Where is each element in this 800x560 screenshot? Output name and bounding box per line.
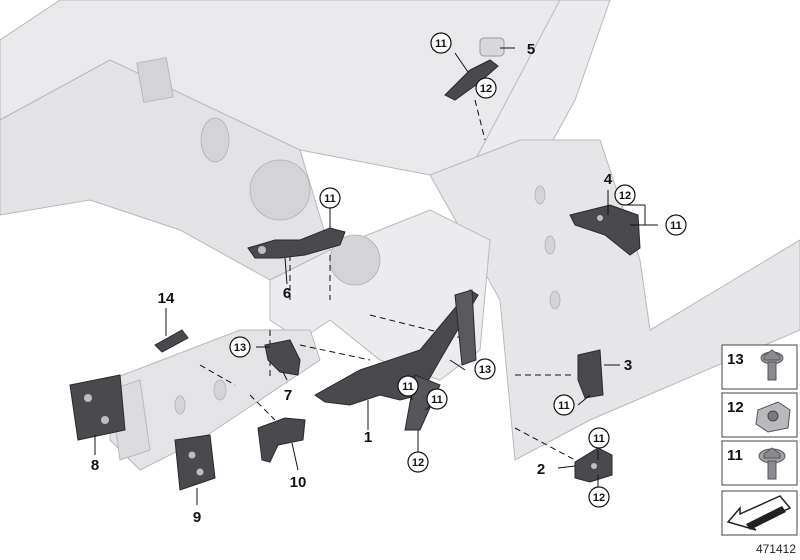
part-3-bracket (577, 349, 604, 399)
part-label: 9 (193, 509, 201, 526)
legend-item-13: 13 (721, 344, 798, 390)
svg-text:12: 12 (412, 457, 424, 469)
part-label: 6 (283, 285, 291, 302)
part-holes (84, 215, 603, 476)
svg-text:11: 11 (558, 400, 570, 412)
svg-text:11: 11 (670, 220, 682, 232)
hex-bolt-icon (758, 447, 786, 480)
clip-nut-icon (755, 401, 791, 433)
callout-12: 12 (475, 77, 497, 99)
part-5-bracket (444, 37, 505, 101)
callout-11: 11 (426, 388, 448, 410)
callout-11: 11 (397, 375, 419, 397)
legend-item-11: 11 (721, 440, 798, 486)
svg-text:13: 13 (479, 364, 491, 376)
legend-item-12: 12 (721, 392, 798, 438)
legend-item-view-direction (721, 490, 798, 536)
svg-text:12: 12 (593, 492, 605, 504)
callout-12: 12 (588, 486, 610, 508)
callout-11: 11 (430, 32, 452, 54)
callout-11: 11 (319, 187, 341, 209)
hardware-legend: 13 12 11 (721, 344, 798, 536)
hardware-callouts: 11 12 12 11 11 13 13 11 11 12 11 11 12 (229, 32, 687, 508)
hex-flange-bolt-icon (760, 349, 784, 381)
part-label: 5 (527, 41, 535, 58)
part-label: 2 (537, 461, 545, 478)
part-9-plate (174, 434, 216, 491)
svg-text:12: 12 (619, 190, 631, 202)
callout-11: 11 (588, 427, 610, 449)
part-label: 7 (284, 387, 292, 404)
svg-text:13: 13 (234, 342, 246, 354)
callout-12: 12 (407, 451, 429, 473)
svg-text:11: 11 (593, 433, 605, 445)
part-number-labels: 1 2 3 4 5 6 7 8 9 10 14 (91, 41, 632, 526)
callout-12: 12 (614, 184, 636, 206)
part-6-gusset (247, 227, 346, 259)
svg-text:11: 11 (435, 38, 447, 50)
svg-text:11: 11 (402, 381, 414, 393)
svg-text:11: 11 (324, 193, 336, 205)
svg-text:11: 11 (431, 394, 443, 406)
svg-text:12: 12 (480, 83, 492, 95)
part-label: 1 (364, 429, 372, 446)
part-label: 3 (624, 357, 632, 374)
svg-text:12: 12 (727, 399, 744, 416)
part-7-bracket (264, 339, 301, 376)
parts (69, 37, 641, 491)
solid-leaders (94, 47, 658, 505)
body-holes (136, 57, 561, 415)
diagram-id: 471412 (756, 542, 796, 556)
callout-11: 11 (553, 394, 575, 416)
callout-11: 11 (665, 214, 687, 236)
part-label: 8 (91, 457, 99, 474)
callout-13: 13 (229, 336, 251, 358)
part-14-clip (154, 329, 189, 353)
part-label: 10 (290, 474, 307, 491)
view-arrow-icon (726, 495, 792, 531)
part-8-plate (69, 374, 126, 441)
part-label: 4 (604, 171, 613, 188)
svg-text:11: 11 (727, 447, 743, 464)
callout-13: 13 (474, 358, 496, 380)
part-10-bracket (257, 417, 306, 463)
part-4-bracket (569, 204, 641, 256)
part-label: 14 (158, 290, 175, 307)
svg-text:13: 13 (727, 351, 744, 368)
